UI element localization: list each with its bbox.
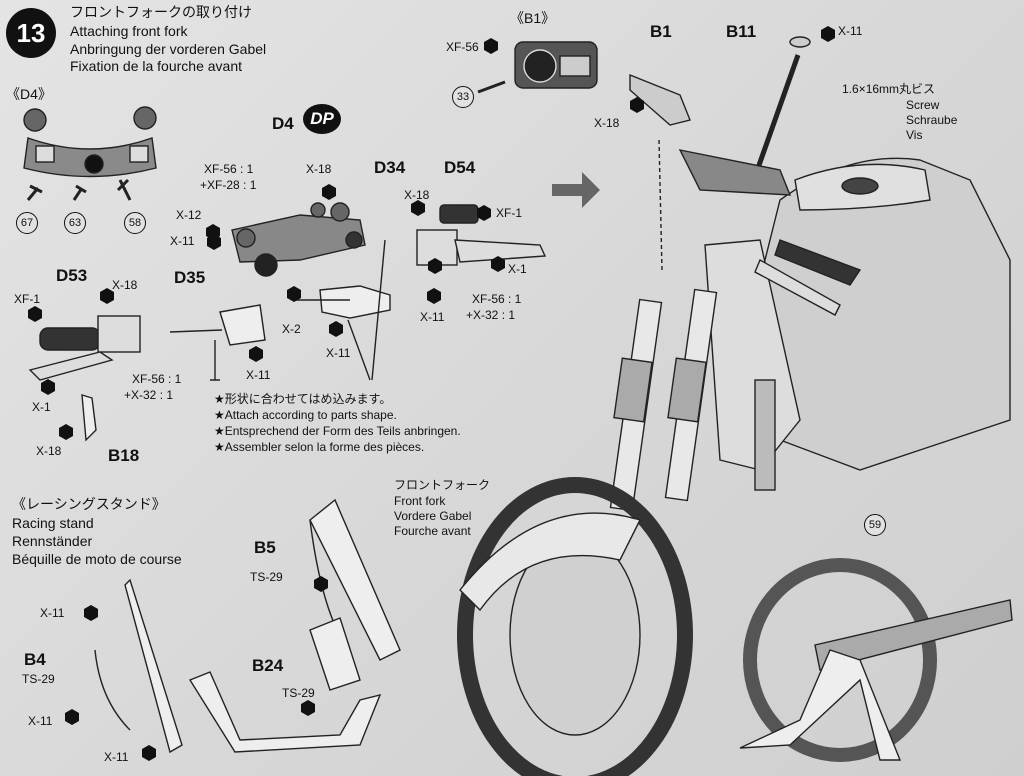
b24-part: [188, 671, 382, 753]
arrow-67: [26, 184, 43, 201]
d53-grip: [39, 327, 101, 351]
ref-58: 58: [124, 212, 146, 234]
callout-x18-d54: X-18: [404, 188, 430, 202]
section-stand-de: Rennständer: [12, 533, 93, 549]
screw-de: Schraube: [906, 113, 958, 127]
step-title-en: Attaching front fork: [70, 23, 188, 39]
section-stand-en: Racing stand: [12, 515, 94, 531]
part-d4: D4: [272, 114, 294, 133]
d4-fork-cap-left: [23, 108, 47, 132]
section-d4-label: 《D4》: [6, 86, 52, 102]
front-wheel: [457, 477, 693, 776]
callout-x1-d53: X-1: [32, 400, 51, 414]
section-b1-label: 《B1》: [510, 10, 556, 26]
step-number-badge: 13: [6, 8, 56, 58]
ref-33: 33: [452, 86, 474, 108]
callout-x11-b4-bottom: X-11: [104, 750, 129, 764]
callout-x2: X-2: [282, 322, 301, 336]
ref-59: 59: [864, 514, 886, 536]
stand-assembled: [739, 649, 902, 761]
part-d35: D35: [174, 268, 206, 287]
callout-xf56-b1: XF-56: [446, 40, 479, 54]
screw-size: 1.6×16mm丸ビス: [842, 82, 936, 96]
b1-instrument-mount: [629, 73, 691, 126]
rear-wheel: [743, 558, 937, 762]
note-fr: ★Assembler selon la forme des pièces.: [214, 440, 425, 454]
callout-x11-d4: X-11: [170, 234, 195, 248]
callout-x11-b4-top: X-11: [40, 606, 65, 620]
callout-xf28-d4: +XF-28 : 1: [200, 178, 257, 192]
callout-x11-d35: X-11: [246, 368, 271, 382]
callout-x18-d53: X-18: [112, 278, 138, 292]
callout-x18-b18: X-18: [36, 444, 62, 458]
callout-x32-d53: +X-32 : 1: [124, 388, 174, 402]
fork-de: Vordere Gabel: [394, 509, 472, 523]
part-b24: B24: [252, 656, 284, 675]
d35-part: [219, 304, 266, 346]
callout-x18-b1: X-18: [594, 116, 620, 130]
callout-xf56-d54: XF-56 : 1: [472, 292, 522, 306]
ref-63: 63: [64, 212, 86, 234]
radiator: [754, 379, 776, 491]
note-jp: ★形状に合わせてはめ込みます。: [214, 392, 392, 406]
section-stand-fr: Béquille de moto de course: [12, 551, 182, 567]
part-b4: B4: [24, 650, 46, 669]
b11-screw: [749, 54, 801, 186]
hex-screw-markers: [28, 26, 835, 761]
part-b5: B5: [254, 538, 276, 557]
b4-part: [124, 578, 183, 754]
section-stand-jp: 《レーシングスタンド》: [12, 496, 166, 512]
note-en: ★Attach according to parts shape.: [214, 408, 397, 422]
dp-badge: DP: [303, 104, 341, 134]
callout-ts29-b24: TS-29: [282, 686, 315, 700]
screw-fr: Vis: [906, 128, 923, 142]
note-de: ★Entsprechend der Form des Teils anbring…: [214, 424, 461, 438]
d4-fork-cap-right: [133, 106, 157, 130]
step-title-jp: フロントフォークの取り付け: [70, 4, 252, 20]
screw-en: Screw: [906, 98, 940, 112]
fork-en: Front fork: [394, 494, 446, 508]
b5-part: [309, 498, 401, 661]
part-b11: B11: [726, 22, 757, 41]
callout-x11-b4-mid: X-11: [28, 714, 53, 728]
d4-upper-clamp: [231, 214, 366, 263]
callout-x11-b11: X-11: [838, 24, 863, 38]
part-d53: D53: [56, 266, 88, 285]
swingarm: [814, 599, 1013, 671]
fork-jp: フロントフォーク: [394, 478, 491, 492]
front-fender: [459, 512, 641, 612]
part-b18: B18: [108, 446, 140, 465]
callout-xf1-d54: XF-1: [496, 206, 523, 220]
step-title-de: Anbringung der vorderen Gabel: [70, 41, 267, 57]
callout-ts29-b5: TS-29: [250, 570, 283, 584]
callout-xf56-d4: XF-56 : 1: [204, 162, 254, 176]
callout-x11-d54: X-11: [420, 310, 445, 324]
direction-arrow: [552, 172, 600, 208]
fork-fr: Fourche avant: [394, 524, 471, 538]
callout-x12: X-12: [176, 208, 202, 222]
part-d34: D34: [374, 158, 406, 177]
callout-x18-d4: X-18: [306, 162, 332, 176]
callout-x11-d34: X-11: [326, 346, 351, 360]
ref-67: 67: [16, 212, 38, 234]
step-title-fr: Fixation de la fourche avant: [70, 58, 242, 74]
callout-ts29-b4: TS-29: [22, 672, 55, 686]
b18-part: [81, 394, 97, 442]
part-d54: D54: [444, 158, 476, 177]
part-b1: B1: [650, 22, 672, 41]
callout-x32-d54: +X-32 : 1: [466, 308, 516, 322]
callout-x1-d54: X-1: [508, 262, 527, 276]
frame-main: [704, 239, 801, 471]
callout-xf56-d53: XF-56 : 1: [132, 372, 182, 386]
callout-xf1-d53: XF-1: [14, 292, 41, 306]
d34-part: [319, 285, 391, 319]
